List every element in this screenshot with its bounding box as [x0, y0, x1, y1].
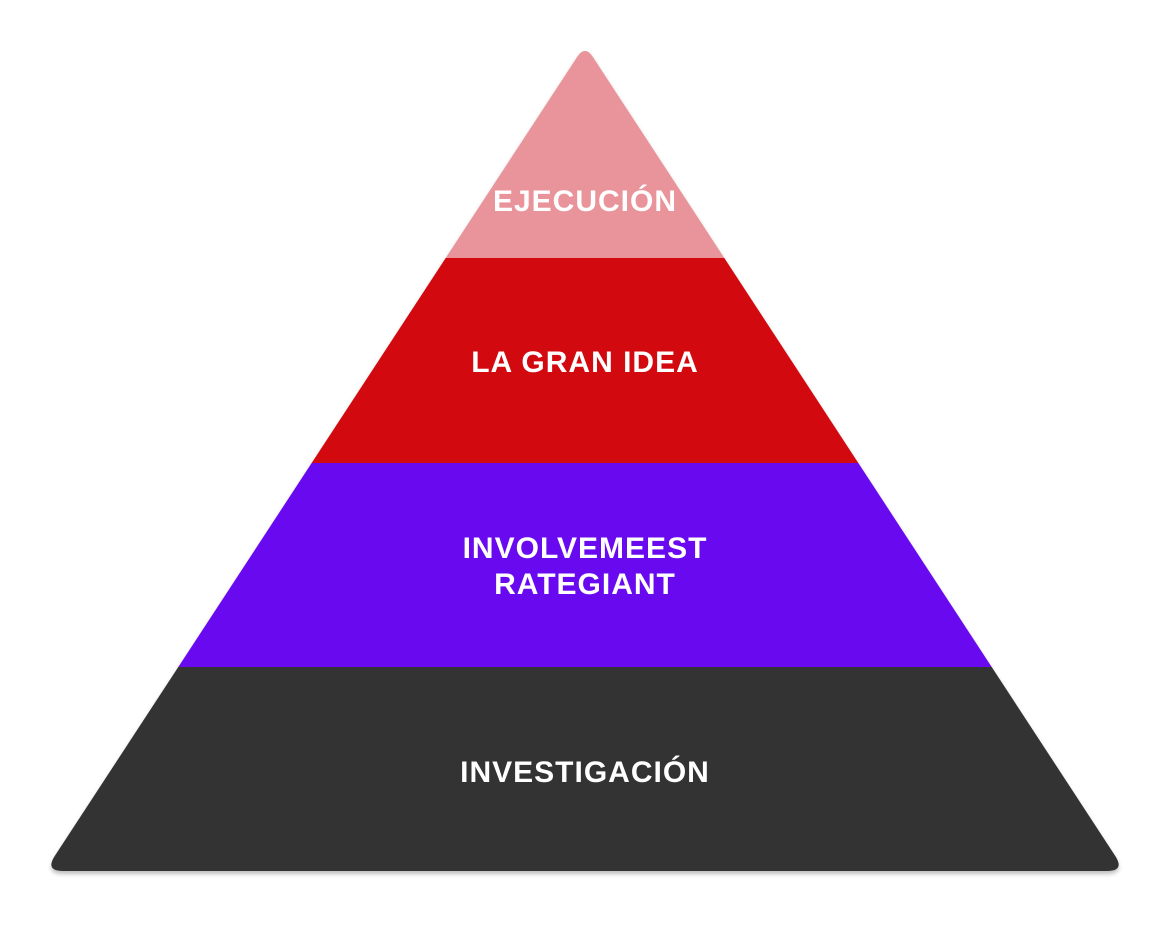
pyramid-level-involvemeest-rategiant-shape [51, 463, 1119, 667]
pyramid-level-involvemeest-label-line1: INVOLVEMEEST [463, 532, 708, 565]
pyramid-level-ejecucion-label: EJECUCIÓN [493, 184, 677, 218]
pyramid-shape: EJECUCIÓN LA GRAN IDEA INVOLVEMEEST RATE… [51, 50, 1119, 872]
pyramid-level-investigacion-label: INVESTIGACIÓN [460, 755, 710, 789]
pyramid-level-rategiant-label-line2: RATEGIANT [494, 568, 676, 601]
pyramid-level-ejecucion-shape [51, 50, 1119, 258]
pyramid-level-la-gran-idea-label: LA GRAN IDEA [471, 346, 699, 379]
pyramid-level-investigacion-shape [51, 667, 1119, 872]
